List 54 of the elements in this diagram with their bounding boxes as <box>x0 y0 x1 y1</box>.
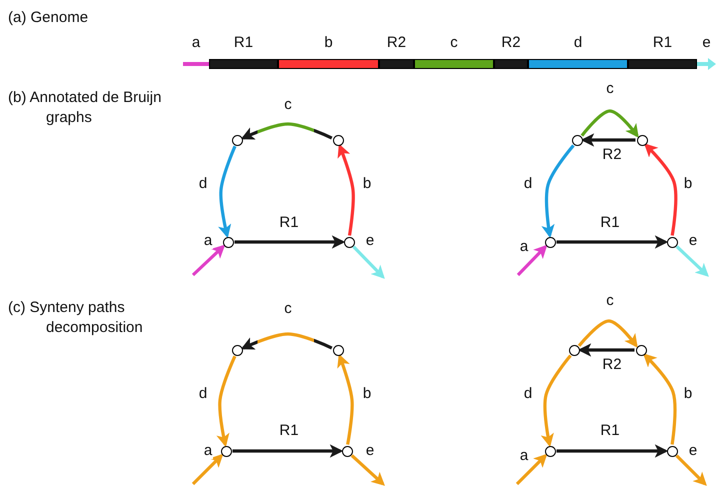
segment-label: c <box>450 34 458 52</box>
graph-vertex <box>232 134 242 146</box>
arrow <box>578 343 634 357</box>
arrow <box>216 356 236 448</box>
panel-heading: (c) Synteny paths decomposition <box>8 298 144 338</box>
arrow <box>541 144 575 238</box>
arrow <box>540 354 572 448</box>
arrow <box>338 144 355 236</box>
panel-heading: (a) Genome <box>8 8 90 28</box>
arrow <box>337 354 354 445</box>
graph-vertex <box>544 236 556 248</box>
arrow <box>218 146 236 238</box>
arrow <box>352 246 385 279</box>
graph-vertex <box>220 446 232 456</box>
arrow <box>644 143 678 236</box>
arrow <box>556 235 668 249</box>
arrow <box>350 454 385 486</box>
graph-vertex <box>332 344 344 356</box>
arrow <box>556 444 668 458</box>
arrow <box>192 244 226 276</box>
graph-vertex <box>666 236 678 248</box>
segment-label: b <box>324 34 333 52</box>
graph-vertex <box>666 446 678 456</box>
graph-vertex <box>232 344 242 356</box>
segment-label: R1 <box>234 34 254 52</box>
segment-label: e <box>702 34 711 52</box>
arrow <box>580 133 636 147</box>
arrow <box>240 122 332 140</box>
arrow <box>675 454 707 486</box>
graph-vertex <box>222 236 234 248</box>
graph-vertex <box>342 446 352 456</box>
graph-vertex <box>572 134 582 146</box>
graph-vertex <box>332 134 344 146</box>
segment-label: d <box>574 34 582 52</box>
segment-label: R2 <box>501 34 521 52</box>
arrow <box>240 332 332 350</box>
panel-heading: (b) Annotated de Bruijn graphs <box>8 88 162 128</box>
graph-vertex <box>544 446 556 456</box>
segment-label: a <box>192 34 200 52</box>
segment-label: R2 <box>386 34 406 52</box>
arrow <box>578 319 638 348</box>
arrow <box>192 454 224 486</box>
graph-vertex <box>344 236 354 248</box>
segment-label: R1 <box>652 34 672 52</box>
arrow <box>234 235 346 249</box>
graph-vertex <box>636 344 646 356</box>
graph-vertex <box>636 134 648 146</box>
arrow <box>676 245 709 277</box>
arrow <box>516 244 548 276</box>
arrow <box>643 353 677 445</box>
arrow <box>232 444 344 458</box>
arrow <box>516 454 548 486</box>
arrow <box>580 109 639 138</box>
graph-vertex <box>568 344 580 356</box>
